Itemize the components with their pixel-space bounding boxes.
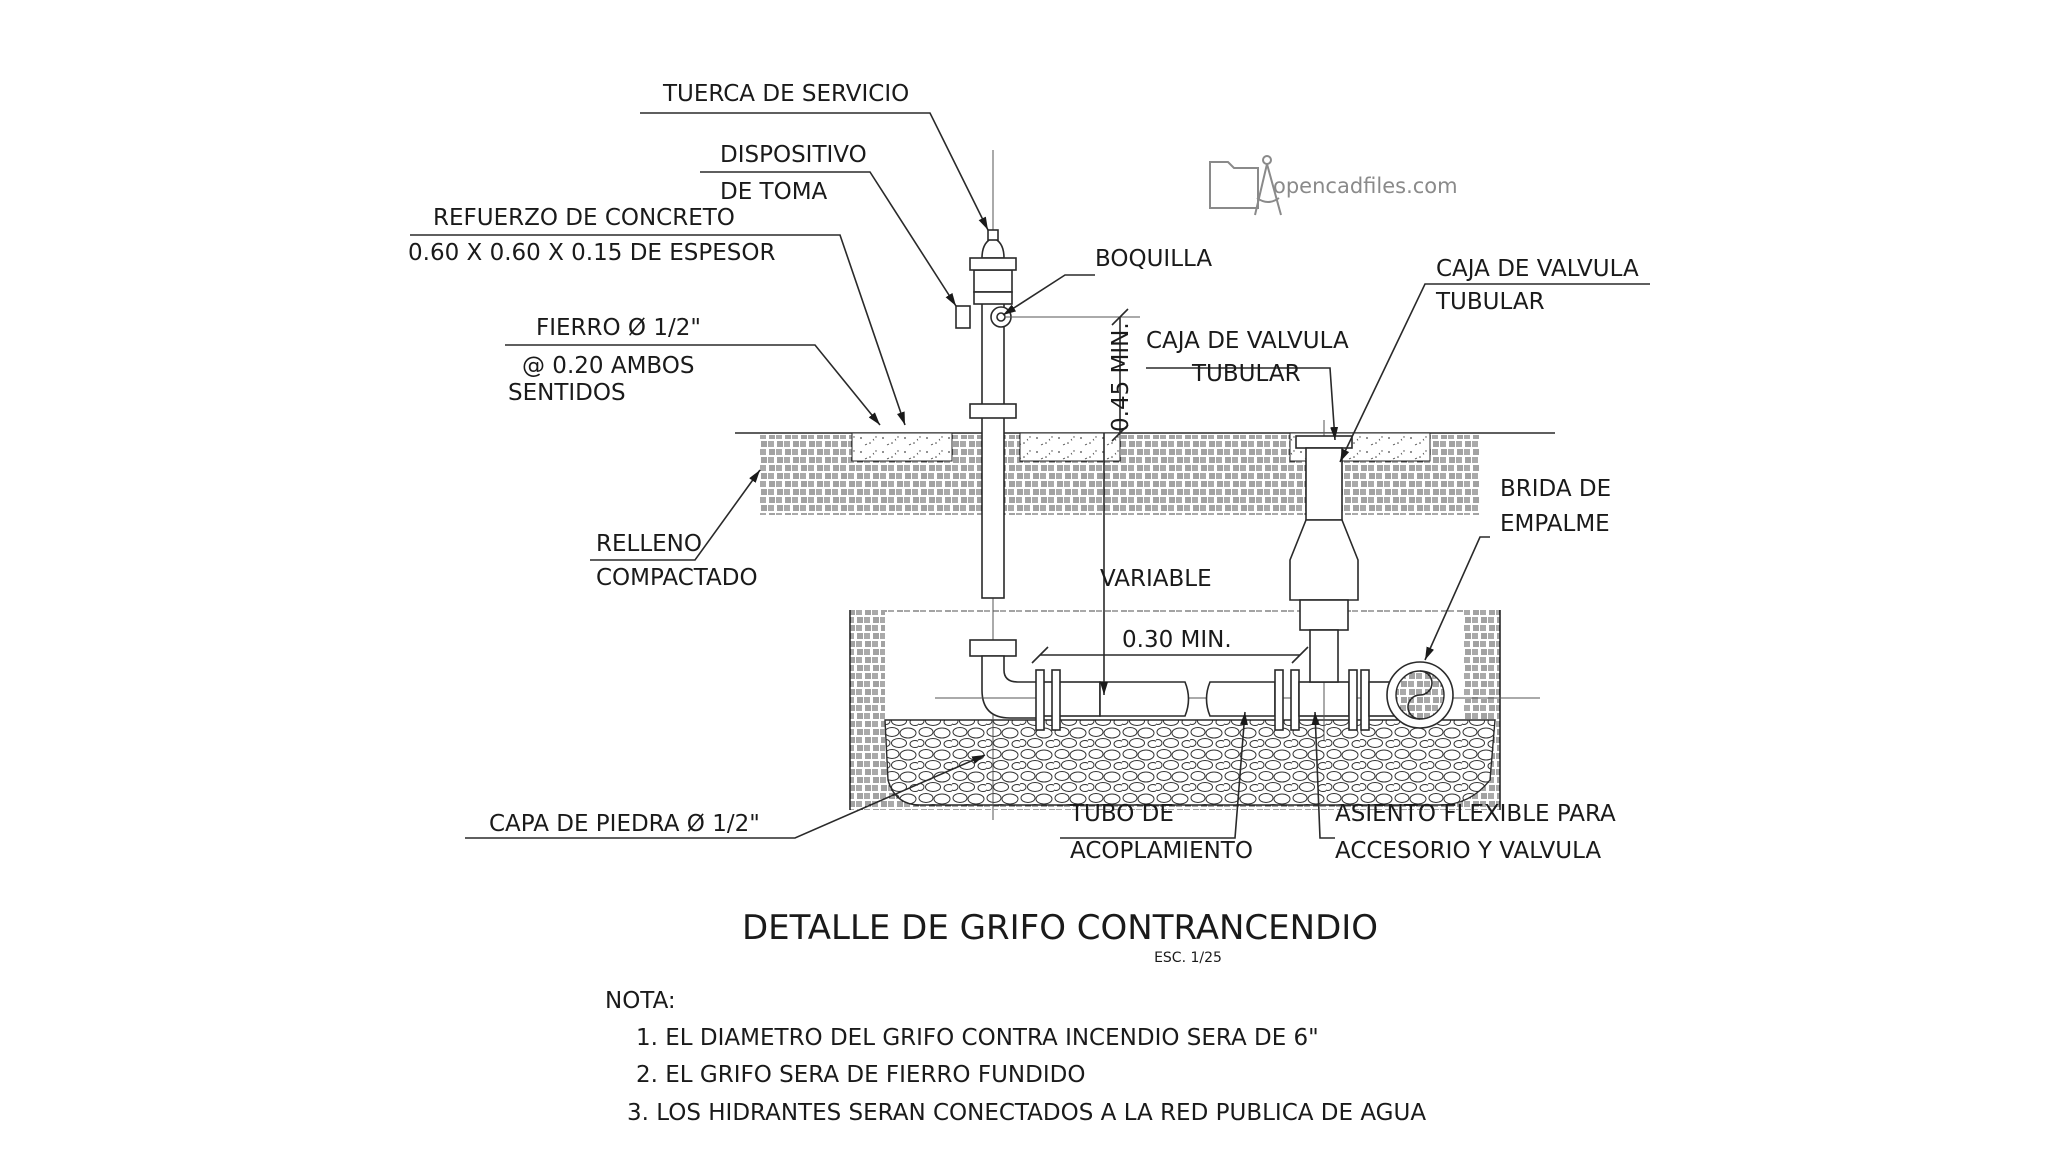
label-tubo-2: ACOPLAMIENTO xyxy=(1070,838,1253,864)
label-caja-valvula-a-2: TUBULAR xyxy=(1191,361,1301,387)
label-tubo-1: TUBO DE xyxy=(1069,801,1174,827)
valve-box-bell xyxy=(1289,519,1359,601)
label-tuerca: TUERCA DE SERVICIO xyxy=(662,81,909,107)
pipe-segment-1 xyxy=(1039,681,1101,717)
dim-045-tick-top xyxy=(1111,308,1129,326)
dim-030-tick-left xyxy=(1031,646,1049,664)
label-asiento-1: ASIENTO FLEXIBLE PARA xyxy=(1335,801,1616,827)
label-asiento-2: ACCESORIO Y VALVULA xyxy=(1335,838,1601,864)
flange-2b xyxy=(1290,669,1300,731)
leader-dispositivo xyxy=(700,171,957,307)
leader-refuerzo xyxy=(410,234,906,426)
note-item-3: 3. LOS HIDRANTES SERAN CONECTADOS A LA R… xyxy=(627,1100,1426,1126)
label-dim-030: 0.30 MIN. xyxy=(1122,627,1232,653)
note-item-2: 2. EL GRIFO SERA DE FIERRO FUNDIDO xyxy=(636,1062,1085,1088)
notes-block: NOTA: 1. EL DIAMETRO DEL GRIFO CONTRA IN… xyxy=(605,988,1426,1126)
valve-stem-housing xyxy=(1309,629,1339,683)
leader-tubo xyxy=(1060,711,1248,839)
breakaway-flange xyxy=(969,403,1017,419)
dim-030-tick-right xyxy=(1291,646,1309,664)
label-brida-1: BRIDA DE xyxy=(1500,476,1611,502)
callouts: TUERCA DE SERVICIO DISPOSITIVO DE TOMA R… xyxy=(408,81,1639,864)
dimensions: 0.45 MIN. xyxy=(1004,308,1309,695)
bonnet-flange xyxy=(969,257,1017,271)
leader-caja-valvula-b xyxy=(1339,283,1650,463)
flange-1b xyxy=(1051,669,1061,731)
label-caja-valvula-a-1: CAJA DE VALVULA xyxy=(1146,328,1349,354)
drawing-scale: ESC. 1/25 xyxy=(1154,950,1222,966)
concrete-pad-right xyxy=(1019,432,1121,462)
label-relleno-2: COMPACTADO xyxy=(596,565,758,591)
leader-tuerca xyxy=(640,112,989,231)
note-item-1: 1. EL DIAMETRO DEL GRIFO CONTRA INCENDIO… xyxy=(636,1025,1319,1051)
label-capa-piedra: CAPA DE PIEDRA Ø 1/2" xyxy=(489,811,760,837)
leader-lines xyxy=(410,112,1650,839)
hydrant-bonnet xyxy=(973,269,1013,293)
folder-compass-logo-icon xyxy=(1209,155,1282,216)
label-brida-2: EMPALME xyxy=(1500,511,1610,537)
flange-3a xyxy=(1348,669,1358,731)
leader-brida xyxy=(1424,536,1490,661)
flange-3b xyxy=(1360,669,1370,731)
flange-2a xyxy=(1274,669,1284,731)
concrete-pad-left xyxy=(851,432,953,462)
drawing-title: DETALLE DE GRIFO CONTRANCENDIO xyxy=(742,908,1378,948)
label-dispositivo-2: DE TOMA xyxy=(720,179,828,205)
dim-045-text: 0.45 MIN. xyxy=(1108,322,1134,432)
label-refuerzo-1: REFUERZO DE CONCRETO xyxy=(433,205,735,231)
flange-1a xyxy=(1035,669,1045,731)
leader-boquilla xyxy=(1002,274,1095,316)
main-pipe-symbol xyxy=(1407,670,1433,720)
valve-bonnet xyxy=(1299,599,1349,631)
hydrant-barrel xyxy=(981,297,1005,599)
hydrant-cap xyxy=(981,237,1005,259)
label-fierro-1: FIERRO Ø 1/2" xyxy=(536,315,701,341)
label-boquilla: BOQUILLA xyxy=(1095,246,1212,272)
notes-heading: NOTA: xyxy=(605,988,676,1014)
leader-capa-piedra xyxy=(465,754,986,839)
label-fierro-3: SENTIDOS xyxy=(508,380,626,406)
label-caja-valvula-b-1: CAJA DE VALVULA xyxy=(1436,256,1639,282)
watermark-text: opencadfiles.com xyxy=(1273,174,1458,198)
title-block: DETALLE DE GRIFO CONTRANCENDIO ESC. 1/25 xyxy=(742,908,1378,966)
base-flange xyxy=(969,639,1017,657)
label-refuerzo-2: 0.60 X 0.60 X 0.15 DE ESPESOR xyxy=(408,240,775,266)
stone-bed xyxy=(884,719,1496,806)
label-relleno-1: RELLENO xyxy=(596,531,702,557)
coupling-pipe-right xyxy=(1205,681,1276,717)
label-variable: VARIABLE xyxy=(1100,566,1212,592)
hydrant-head-flange xyxy=(973,291,1013,305)
leader-fierro xyxy=(505,344,881,426)
label-fierro-2: @ 0.20 AMBOS xyxy=(522,353,695,379)
ground-section xyxy=(735,432,1555,810)
watermark: opencadfiles.com xyxy=(1209,155,1458,216)
leader-caja-valvula-a xyxy=(1146,367,1339,441)
leader-relleno xyxy=(590,469,761,561)
leader-asiento xyxy=(1311,711,1335,839)
operating-nut xyxy=(987,229,999,241)
dim-045-tick-bottom xyxy=(1111,424,1129,442)
label-caja-valvula-b-2: TUBULAR xyxy=(1435,289,1545,315)
valve-box-tube xyxy=(1305,447,1343,521)
label-dispositivo-1: DISPOSITIVO xyxy=(720,142,867,168)
valve-box-assembly xyxy=(1289,420,1359,740)
side-nozzle xyxy=(955,305,971,329)
valve-box-lid xyxy=(1295,435,1353,449)
coupling-pipe-left xyxy=(1099,681,1190,717)
